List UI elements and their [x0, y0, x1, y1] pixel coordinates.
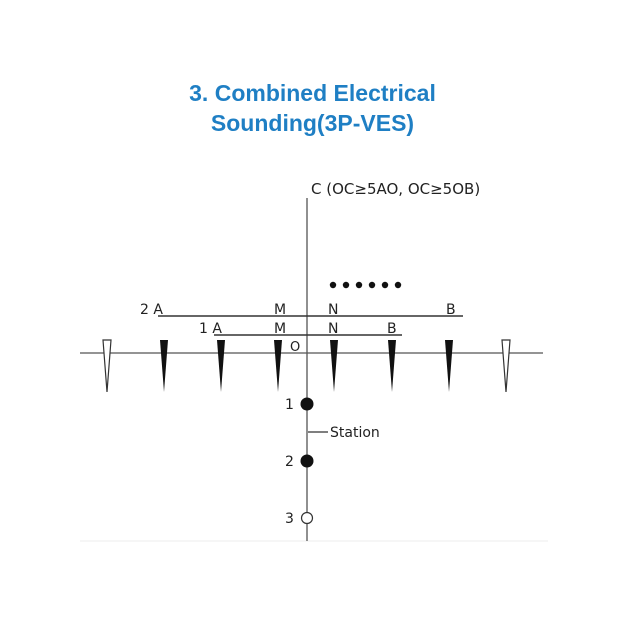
outer-b-label: B: [446, 302, 456, 318]
dot: [329, 281, 337, 289]
station-points: 1 2 3: [285, 397, 314, 527]
inner-a-label: 1 A: [199, 321, 222, 337]
dots-row: [329, 281, 402, 289]
title-line-1: 3. Combined Electrical: [189, 80, 436, 106]
station-1-label: 1: [285, 397, 294, 413]
station-1-marker: [300, 397, 314, 411]
electrode-m: [274, 340, 282, 392]
inner-m-label: M: [274, 321, 286, 337]
inner-n-label: N: [328, 321, 338, 337]
electrode-1a: [217, 340, 225, 392]
outer-m-label: M: [274, 302, 286, 318]
outer-a-label: 2 A: [140, 302, 163, 318]
outer-n-label: N: [328, 302, 338, 318]
dot: [355, 281, 363, 289]
station-label: Station: [330, 425, 380, 441]
origin-label: O: [290, 340, 300, 355]
electrode-n: [330, 340, 338, 392]
title-line-2: Sounding(3P-VES): [210, 110, 415, 136]
station-2-marker: [300, 454, 314, 468]
electrode-outline-right: [501, 339, 511, 393]
station-3-label: 3: [285, 511, 294, 527]
diagram-title: 3. Combined Electrical Sounding(3P-VES): [0, 78, 625, 138]
dot: [342, 281, 350, 289]
electrode-outline-left: [102, 339, 112, 393]
inner-b-label: B: [387, 321, 397, 337]
station-3-marker: [300, 511, 314, 525]
dot: [394, 281, 402, 289]
electrode-b-outer: [445, 340, 453, 392]
electrode-b-inner: [388, 340, 396, 392]
electrode-2a: [160, 340, 168, 392]
station-2-label: 2: [285, 454, 294, 470]
dot: [381, 281, 389, 289]
axis-label: C (OC≥5AO, OC≥5OB): [311, 180, 480, 198]
dot: [368, 281, 376, 289]
electrodes: [102, 339, 511, 393]
